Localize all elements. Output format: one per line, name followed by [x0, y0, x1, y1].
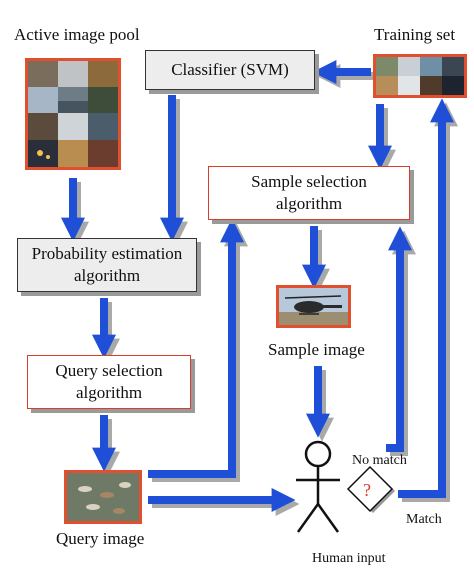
query-selection-box: Query selection algorithm — [27, 355, 191, 409]
training-to-classifier-arrow — [312, 60, 375, 88]
classifier-to-probability-arrow — [160, 95, 188, 246]
probability-to-query-arrow — [92, 298, 120, 363]
sampleselection-to-sampleimage-arrow — [302, 226, 330, 293]
query-selection-line-1: Query selection — [55, 360, 163, 380]
pool-to-probability-arrow — [61, 178, 89, 246]
query-selection-line-2: algorithm — [75, 383, 143, 402]
sample-image-label: Sample image — [268, 340, 365, 359]
human-figure-icon — [296, 440, 340, 533]
no-match-label: No match — [352, 453, 407, 468]
classifier-line-1: Classifier (SVM) — [171, 59, 289, 79]
probability-estimation-line-2: algorithm — [73, 266, 141, 285]
query-image-ducks — [64, 470, 142, 524]
query-to-queryimage-arrow — [92, 415, 120, 476]
probability-estimation-line-1: Probability estimation — [31, 243, 183, 263]
training-set-mosaic — [373, 54, 467, 98]
queryimage-to-sampleselection-arrow — [148, 218, 248, 482]
sample-selection-box: Sample selection algorithm — [208, 166, 410, 220]
classifier-box: Classifier (SVM) — [145, 50, 315, 90]
training-to-sampleselection-arrow — [368, 104, 396, 174]
training-set-label: Training set — [374, 25, 456, 44]
probability-estimation-box: Probability estimation algorithm — [17, 238, 197, 292]
nomatch-to-sampleselection-arrow — [386, 226, 416, 456]
human-input-label: Human input — [312, 551, 386, 566]
active-pool-label: Active image pool — [14, 25, 140, 44]
sample-image-helicopter — [276, 285, 351, 328]
sampleimage-to-human-arrow — [306, 366, 334, 442]
active-image-pool-mosaic — [25, 58, 121, 170]
sample-selection-line-2: algorithm — [275, 194, 343, 213]
sample-selection-line-1: Sample selection — [251, 171, 367, 191]
match-to-training-arrow — [398, 98, 458, 502]
query-image-label: Query image — [56, 529, 145, 548]
decision-diamond-icon — [346, 466, 395, 513]
match-label: Match — [406, 512, 442, 527]
queryimage-to-human-arrow — [148, 488, 300, 516]
decision-question-mark: ? — [363, 480, 371, 500]
